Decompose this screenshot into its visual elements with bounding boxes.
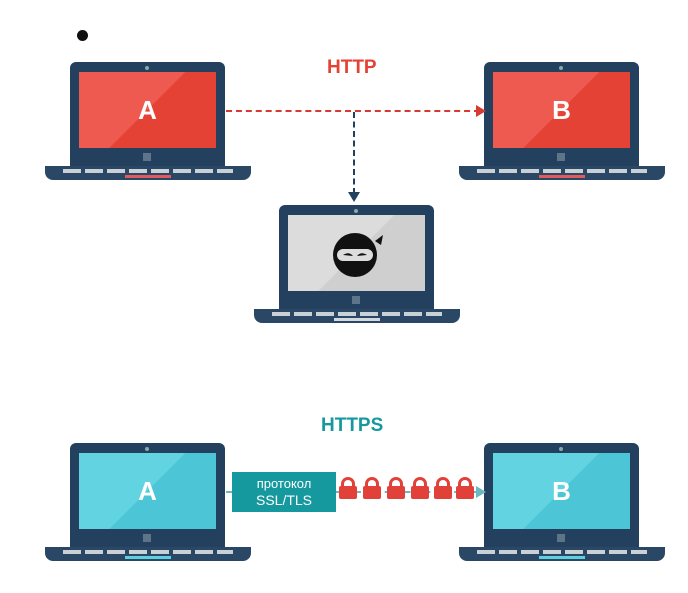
laptop-a-https: A [45, 443, 251, 565]
screen-label-b: B [493, 72, 630, 148]
https-title: HTTPS [321, 415, 384, 436]
ssl-tls-protocol-box: протокол SSL/TLS [232, 472, 336, 512]
arrow-down-icon [348, 192, 360, 202]
screen-label-b: B [493, 453, 630, 529]
screen-label-a: A [79, 72, 216, 148]
lock-icon [387, 477, 405, 500]
intercept-line [353, 112, 355, 194]
lock-icon [411, 477, 429, 500]
arrow-right-icon [476, 486, 486, 498]
bullet-point [77, 30, 88, 41]
laptop-b-https: B [459, 443, 665, 565]
arrow-right-icon [476, 105, 486, 117]
http-title: HTTP [327, 57, 377, 78]
lock-icon [339, 477, 357, 500]
laptop-a-http: A [45, 62, 251, 184]
ssl-tls-label: SSL/TLS [255, 492, 313, 508]
laptop-eavesdropper [254, 205, 460, 327]
lock-icon [456, 477, 474, 500]
laptop-b-http: B [459, 62, 665, 184]
ninja-icon [332, 233, 383, 277]
lock-icon [363, 477, 381, 500]
lock-icon [434, 477, 452, 500]
protocol-label: протокол [256, 476, 312, 491]
http-connection-line [226, 110, 480, 112]
screen-label-a: A [79, 453, 216, 529]
